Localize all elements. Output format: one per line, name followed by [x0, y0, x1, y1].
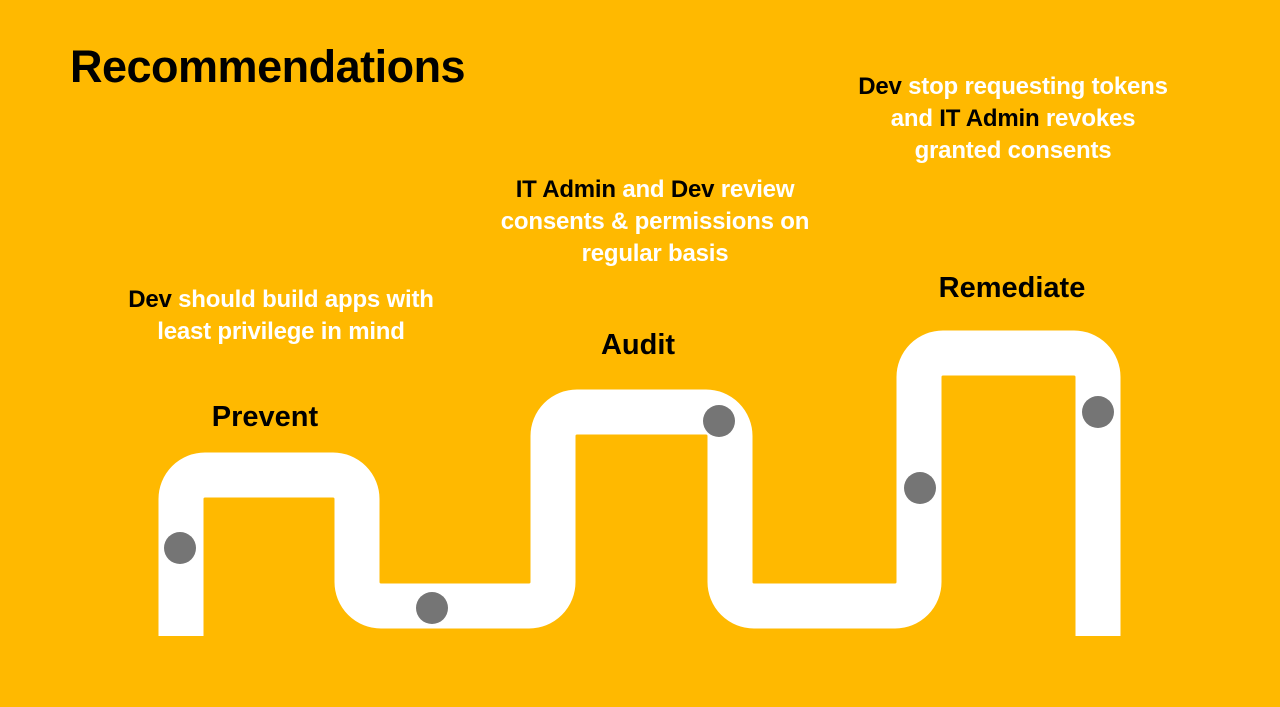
note-segment: Dev: [858, 73, 902, 100]
note-segment: and: [615, 176, 671, 203]
road-dot: [1082, 396, 1114, 428]
road-dot: [416, 592, 448, 624]
note-segment: review: [714, 176, 795, 203]
stage-label-remediate: Remediate: [938, 272, 1086, 304]
stage-label-prevent: Prevent: [211, 401, 319, 433]
note-segment: consents & permissions on: [500, 208, 810, 235]
road-dot: [164, 532, 196, 564]
note-segment: IT Admin: [939, 105, 1040, 132]
note-line: granted consents: [823, 135, 1203, 167]
note-audit: IT Admin and Dev review consents & permi…: [465, 174, 845, 270]
note-segment: stop requesting tokens: [901, 73, 1168, 100]
note-line: least privilege in mind: [91, 316, 471, 348]
note-remediate: Dev stop requesting tokens and IT Admin …: [823, 71, 1203, 167]
note-segment: granted consents: [914, 137, 1112, 164]
road-path: [158, 330, 1121, 636]
note-line: IT Admin and Dev review: [465, 174, 845, 206]
note-line: Dev should build apps with: [91, 284, 471, 316]
note-segment: Dev: [128, 286, 172, 313]
note-segment: least privilege in mind: [157, 318, 405, 345]
stage-label-audit: Audit: [600, 329, 676, 361]
road-dot: [703, 405, 735, 437]
note-prevent: Dev should build apps with least privile…: [91, 284, 471, 348]
note-segment: revokes: [1039, 105, 1136, 132]
road-dot: [904, 472, 936, 504]
note-segment: Dev: [670, 176, 715, 203]
note-segment: should build apps with: [171, 286, 434, 313]
note-segment: IT Admin: [515, 176, 616, 203]
note-line: Dev stop requesting tokens: [823, 71, 1203, 103]
note-line: regular basis: [465, 238, 845, 270]
page-title: Recommendations: [70, 41, 466, 92]
note-segment: and: [890, 105, 940, 132]
note-segment: regular basis: [581, 240, 729, 267]
note-line: consents & permissions on: [465, 206, 845, 238]
note-line: and IT Admin revokes: [823, 103, 1203, 135]
